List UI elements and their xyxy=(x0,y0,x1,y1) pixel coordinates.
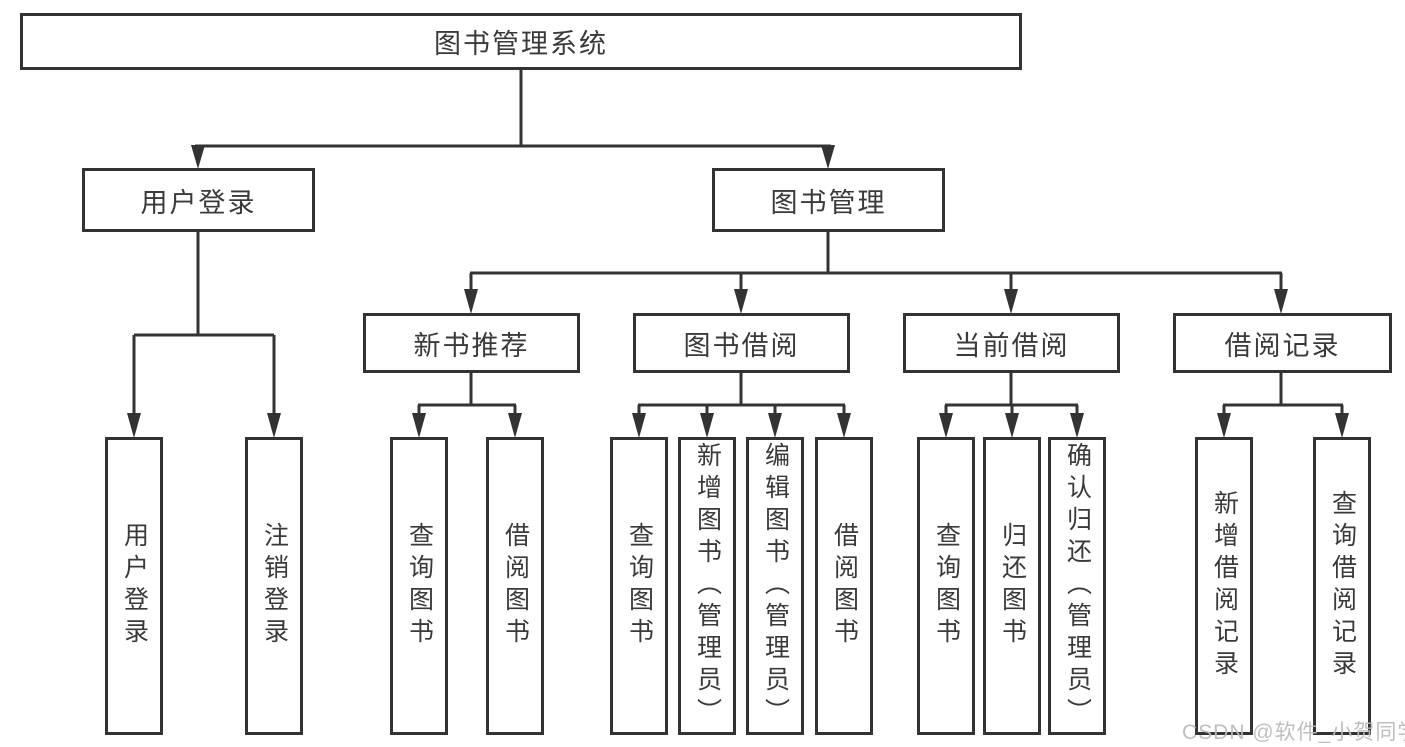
node-user-login: 用户登录 xyxy=(82,168,315,232)
leaf-query-books: 查询图书 xyxy=(610,437,668,735)
leaf-query-borrow-record: 查询借阅记录 xyxy=(1313,437,1371,735)
leaf-query-books: 查询图书 xyxy=(390,437,448,735)
node-label: 查询图书 xyxy=(932,522,961,650)
node-label: 借阅记录 xyxy=(1224,330,1341,361)
csdn-watermark: CSDN @软件_小贺同学 xyxy=(1182,721,1405,744)
node-current-borrowing: 当前借阅 xyxy=(903,313,1120,373)
node-label: 查询图书 xyxy=(405,522,434,650)
node-system-root: 图书管理系统 xyxy=(20,13,1022,70)
node-label: 归还图书 xyxy=(998,522,1027,650)
node-label: 图书管理 xyxy=(770,187,887,218)
node-book-management: 图书管理 xyxy=(712,168,945,232)
node-label: 新增借阅记录 xyxy=(1210,490,1239,682)
leaf-edit-books-admin: 编辑图书（管理员） xyxy=(746,437,804,735)
node-label: 注销登录 xyxy=(260,522,289,650)
leaf-add-books-admin: 新增图书（管理员） xyxy=(678,437,736,735)
node-label: 查询借阅记录 xyxy=(1328,490,1357,682)
node-label: 图书管理系统 xyxy=(434,29,608,59)
leaf-query-books: 查询图书 xyxy=(917,437,975,735)
node-label: 借阅图书 xyxy=(501,522,530,650)
node-label: 确认归还（管理员） xyxy=(1063,442,1092,730)
leaf-confirm-return-admin: 确认归还（管理员） xyxy=(1048,437,1106,735)
node-label: 图书借阅 xyxy=(683,330,800,361)
leaf-return-books: 归还图书 xyxy=(983,437,1041,735)
node-label: 新书推荐 xyxy=(413,330,530,361)
leaf-borrow-books: 借阅图书 xyxy=(815,437,873,735)
node-label: 查询图书 xyxy=(625,522,654,650)
node-label: 借阅图书 xyxy=(830,522,859,650)
node-label: 新增图书（管理员） xyxy=(693,442,722,730)
leaf-borrow-books: 借阅图书 xyxy=(486,437,544,735)
node-book-borrowing: 图书借阅 xyxy=(633,313,850,373)
node-borrowing-records: 借阅记录 xyxy=(1173,313,1392,373)
leaf-user-login: 用户登录 xyxy=(105,437,163,735)
node-new-book-recommend: 新书推荐 xyxy=(363,313,580,373)
node-label: 用户登录 xyxy=(120,522,149,650)
node-label: 编辑图书（管理员） xyxy=(761,442,790,730)
leaf-logout: 注销登录 xyxy=(245,437,303,735)
node-label: 用户登录 xyxy=(140,187,257,218)
node-label: 当前借阅 xyxy=(953,330,1070,361)
leaf-add-borrow-record: 新增借阅记录 xyxy=(1195,437,1253,735)
